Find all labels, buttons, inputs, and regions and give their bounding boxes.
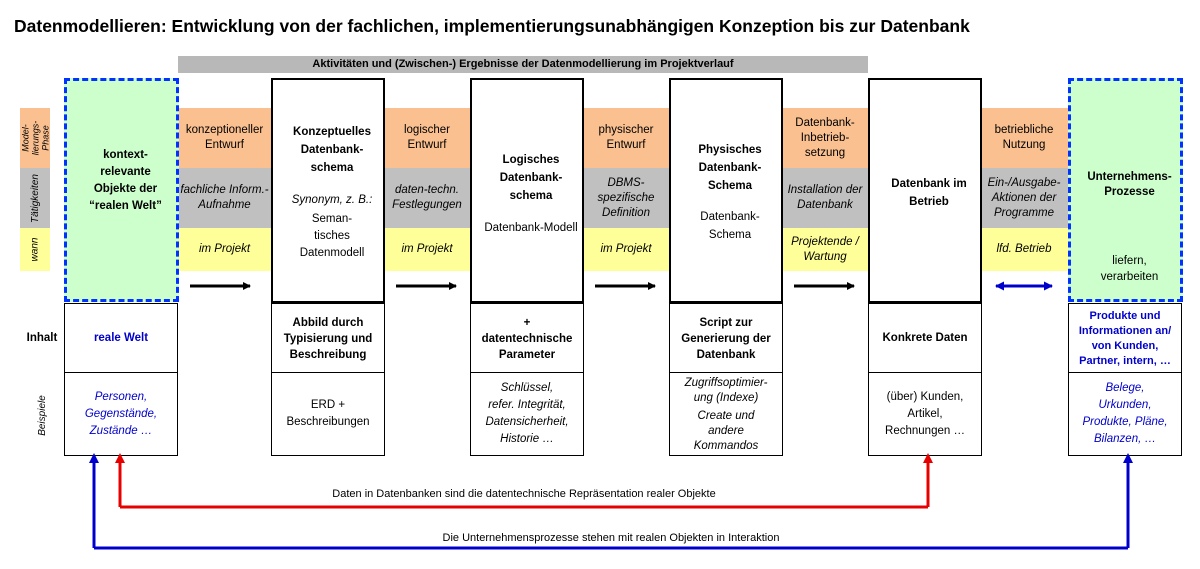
physical-title: Physisches Datenbank- Schema [698,144,762,192]
business-examples: Belege, Urkunden, Produkte, Pläne, Bilan… [1082,382,1168,445]
conceptual-schema-box: Konzeptuelles Datenbank- schema Synonym,… [271,78,385,303]
transition-2-phase: logischer Entwurf [384,108,470,168]
row-label-phase: Model- lierungs- Phase [20,108,50,168]
red-arrow-label: Daten in Datenbanken sind die datentechn… [332,488,716,500]
transition-1-when: im Projekt [178,228,271,271]
real-world-content: reale Welt [93,332,149,344]
conceptual-examples: ERD + Beschreibungen [286,399,370,428]
row-label-content: Inhalt [26,331,58,344]
physical-schema-box: Physisches Datenbank- Schema Datenbank- … [669,78,783,303]
row-label-activities: Tätigkeiten [20,168,50,228]
conceptual-content-cell [271,303,385,456]
real-world-content-cell [64,303,178,456]
conceptual-divider [271,372,385,373]
operation-title: Datenbank im Betrieb [891,178,967,208]
conceptual-subtext: Seman- tisches Datenmodell [299,212,365,259]
physical-divider [669,372,783,373]
transition-4-activity: Installation der Datenbank [782,168,868,228]
activities-banner: Aktivitäten und (Zwischen-) Ergebnisse d… [178,56,868,73]
logical-title: Logisches Datenbank- schema [499,154,563,202]
transition-1-phase: konzeptioneller Entwurf [178,108,271,168]
transition-2-activity: daten-techn. Festlegungen [384,168,470,228]
physical-content-cell [669,303,783,456]
business-content-cell [1068,303,1182,456]
physical-subtext: Datenbank- Schema [700,211,760,241]
logical-schema-box: Logisches Datenbank- schema Datenbank-Mo… [470,78,584,303]
transition-3-phase: physischer Entwurf [583,108,669,168]
business-divider [1068,372,1182,373]
real-world-divider [64,372,178,373]
physical-content: Script zur Generierung der Datenbank [681,316,771,361]
transition-3-activity: DBMS- spezifische Definition [583,168,669,228]
transition-5-when: lfd. Betrieb [980,228,1068,271]
physical-examples-a: Zugriffsoptimier- ung (Indexe) [684,377,768,404]
transition-5-activity: Ein-/Ausgabe- Aktionen der Programme [980,168,1068,228]
logical-subtext: Datenbank-Modell [484,221,578,234]
real-world-title: kontext- relevante Objekte der “realen W… [89,149,162,212]
logical-divider [470,372,584,373]
logical-content-cell [470,303,584,456]
business-subtext: liefern, verarbeiten [1100,255,1159,283]
transition-1-activity: fachliche Inform.- Aufnahme [178,168,271,228]
physical-examples-b: Create und andere Kommandos [693,409,759,452]
conceptual-content: Abbild durch Typisierung und Beschreibun… [283,316,373,361]
operation-examples: (über) Kunden, Artikel, Rechnungen … [885,390,965,437]
logical-content: + datentechnische Parameter [481,316,573,361]
business-box: Unternehmens- Prozesse liefern, verarbei… [1068,78,1183,302]
operation-box: Datenbank im Betrieb [868,78,982,303]
real-world-examples: Personen, Gegenstände, Zustände … [84,390,158,437]
logical-examples: Schlüssel, refer. Integrität, Datensiche… [485,382,569,445]
transition-4-when: Projektende / Wartung [782,228,868,271]
row-label-when: wann [20,228,50,271]
conceptual-title: Konzeptuelles Datenbank- schema [293,126,371,174]
transition-4-phase: Datenbank- Inbetrieb- setzung [782,108,868,168]
blue-arrow-label: Die Unternehmensprozesse stehen mit real… [442,532,780,544]
real-world-box: kontext- relevante Objekte der “realen W… [64,78,179,302]
operation-divider [868,372,982,373]
operation-content-cell [868,303,982,456]
diagram-title: Datenmodellieren: Entwicklung von der fa… [14,16,970,36]
operation-content: Konkrete Daten [882,332,968,344]
transition-2-when: im Projekt [384,228,470,271]
transition-3-when: im Projekt [583,228,669,271]
transition-5-phase: betriebliche Nutzung [980,108,1068,168]
business-content: Produkte und Informationen an/ von Kunde… [1078,309,1172,367]
conceptual-subtitle: Synonym, z. B.: [291,193,373,206]
